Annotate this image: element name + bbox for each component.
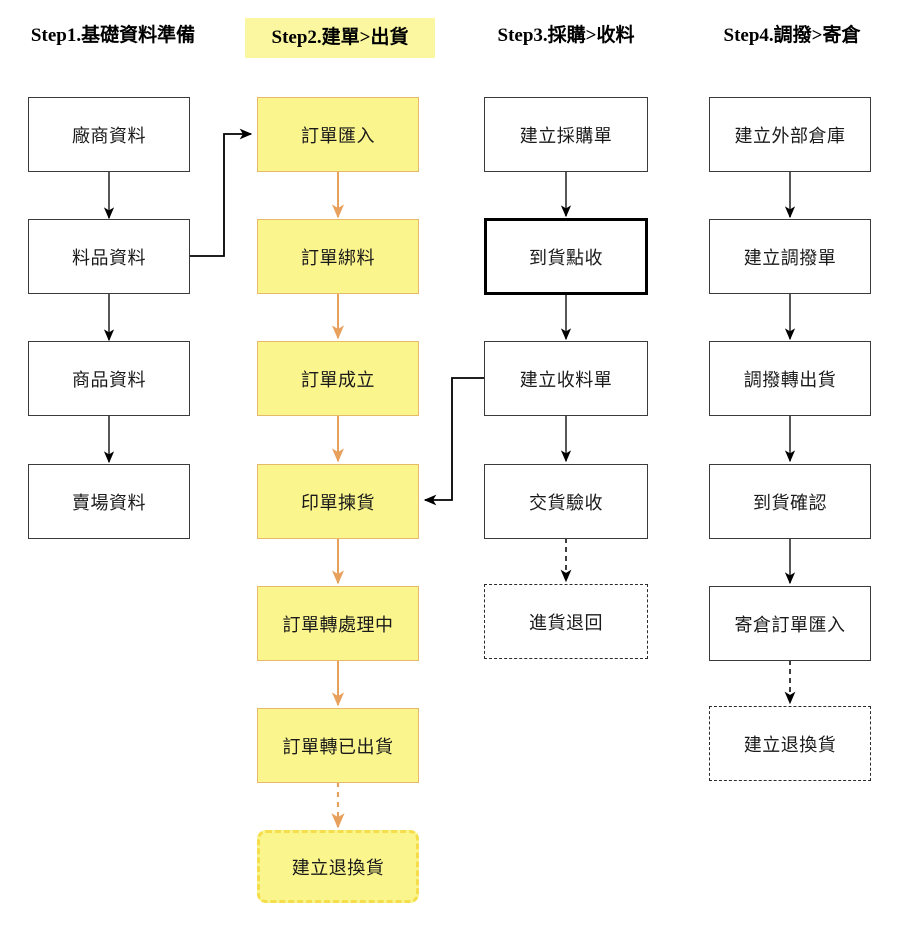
node-jianli-tuihuanhuo-step2[interactable]: 建立退換貨: [257, 830, 419, 903]
column-header-step1: Step1.基礎資料準備: [30, 25, 196, 46]
node-changshang-ziliao[interactable]: 廠商資料: [28, 97, 190, 172]
node-liaopin-ziliao[interactable]: 料品資料: [28, 219, 190, 294]
node-dingdan-zhuan-chulizhong[interactable]: 訂單轉處理中: [257, 586, 419, 661]
edge-shoulidan-to-yindanjianhuo: [423, 377, 484, 506]
column-header-step2: Step2.建單>出貨: [245, 18, 435, 58]
node-jianli-diaobodan[interactable]: 建立調撥單: [709, 219, 871, 294]
node-yindan-jianhuo[interactable]: 印單揀貨: [257, 464, 419, 539]
node-diaobo-zhuan-chuhuo[interactable]: 調撥轉出貨: [709, 341, 871, 416]
node-daohuo-queren[interactable]: 到貨確認: [709, 464, 871, 539]
node-jianli-caigoudan[interactable]: 建立採購單: [484, 97, 648, 172]
node-dingdan-bangliao[interactable]: 訂單綁料: [257, 219, 419, 294]
node-shangpin-ziliao[interactable]: 商品資料: [28, 341, 190, 416]
node-jianli-tuihuanhuo-step4[interactable]: 建立退換貨: [709, 706, 871, 781]
column-header-step3: Step3.採購>收料: [497, 25, 635, 46]
node-jicang-dingdan-huru[interactable]: 寄倉訂單匯入: [709, 586, 871, 661]
node-daohuo-diansoft[interactable]: 到貨點收: [484, 218, 648, 295]
node-jinhuo-tuihui[interactable]: 進貨退回: [484, 584, 648, 659]
node-dingdan-chengli[interactable]: 訂單成立: [257, 341, 419, 416]
node-dingdan-huru[interactable]: 訂單匯入: [257, 97, 419, 172]
node-jianli-shouliaodan[interactable]: 建立收料單: [484, 341, 648, 416]
node-jiaohuo-yanshou[interactable]: 交貨驗收: [484, 464, 648, 539]
column-header-step4: Step4.調撥>寄倉: [723, 25, 861, 46]
node-jianli-waibu-cangku[interactable]: 建立外部倉庫: [709, 97, 871, 172]
edge-liaopin-to-dingdanhuru: [190, 128, 253, 257]
node-maichang-ziliao[interactable]: 賣場資料: [28, 464, 190, 539]
node-dingdan-zhuan-yichuhuo[interactable]: 訂單轉已出貨: [257, 708, 419, 783]
